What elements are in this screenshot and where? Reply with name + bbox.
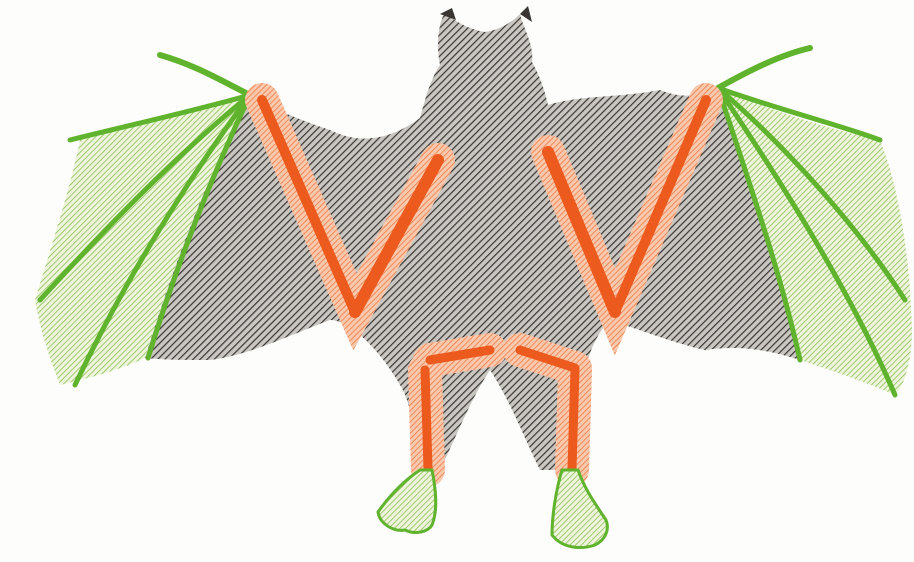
right-foot [552, 470, 607, 548]
left-foot [378, 470, 436, 532]
bat-body-membrane [145, 12, 800, 470]
